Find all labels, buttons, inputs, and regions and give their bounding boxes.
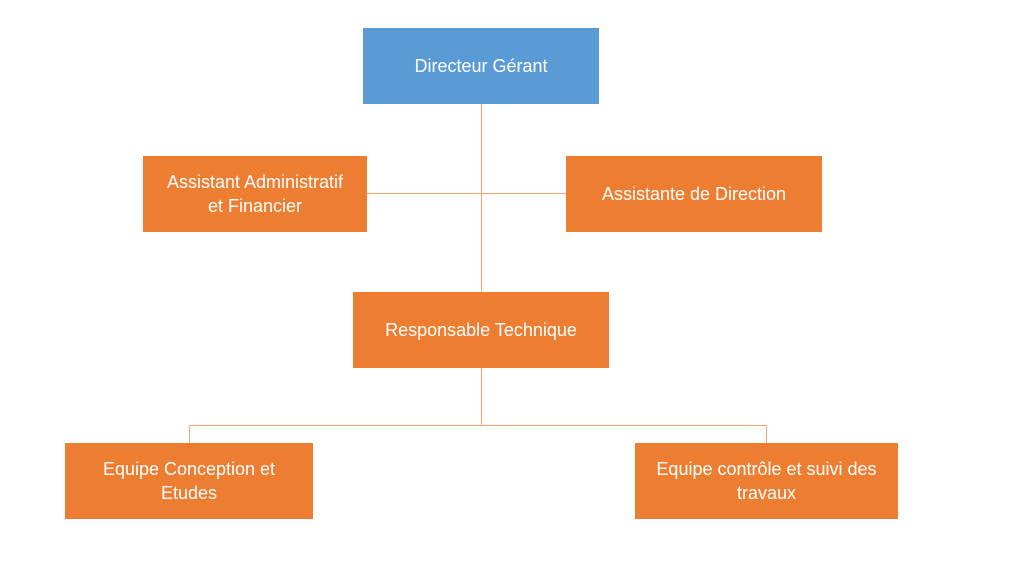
node-equipe-conception-etudes-line2: Etudes (160, 483, 218, 503)
node-assistant-administratif-financier-label: Assistant Administratif et Financier (167, 170, 343, 218)
node-assistant-administratif-financier-line2: et Financier (207, 196, 303, 216)
connector-technical-down (481, 368, 482, 425)
node-equipe-controle-suivi-travaux-line2: travaux (736, 483, 796, 503)
node-equipe-conception-etudes: Equipe Conception et Etudes (65, 443, 313, 519)
node-equipe-conception-etudes-line1: Equipe Conception et (102, 459, 276, 479)
node-equipe-controle-suivi-travaux-label: Equipe contrôle et suivi des travaux (656, 457, 876, 505)
node-assistant-administratif-financier: Assistant Administratif et Financier (143, 156, 367, 232)
node-directeur-gerant: Directeur Gérant (363, 28, 599, 104)
connector-teams-horizontal (189, 425, 767, 426)
node-equipe-controle-suivi-travaux-line1: Equipe contrôle et suivi des (656, 459, 877, 479)
connector-director-to-technical (481, 104, 482, 292)
node-directeur-gerant-label: Directeur Gérant (414, 56, 548, 76)
node-assistante-de-direction-label: Assistante de Direction (601, 184, 787, 204)
connector-conception-drop (189, 425, 190, 443)
node-equipe-controle-suivi-travaux: Equipe contrôle et suivi des travaux (635, 443, 898, 519)
node-responsable-technique-label: Responsable Technique (385, 320, 577, 340)
node-assistant-administratif-financier-line1: Assistant Administratif (166, 172, 344, 192)
node-equipe-conception-etudes-label: Equipe Conception et Etudes (103, 457, 275, 505)
node-assistante-de-direction: Assistante de Direction (566, 156, 822, 232)
connector-control-drop (766, 425, 767, 443)
connector-assistants-horizontal (367, 193, 566, 194)
node-responsable-technique: Responsable Technique (353, 292, 609, 368)
